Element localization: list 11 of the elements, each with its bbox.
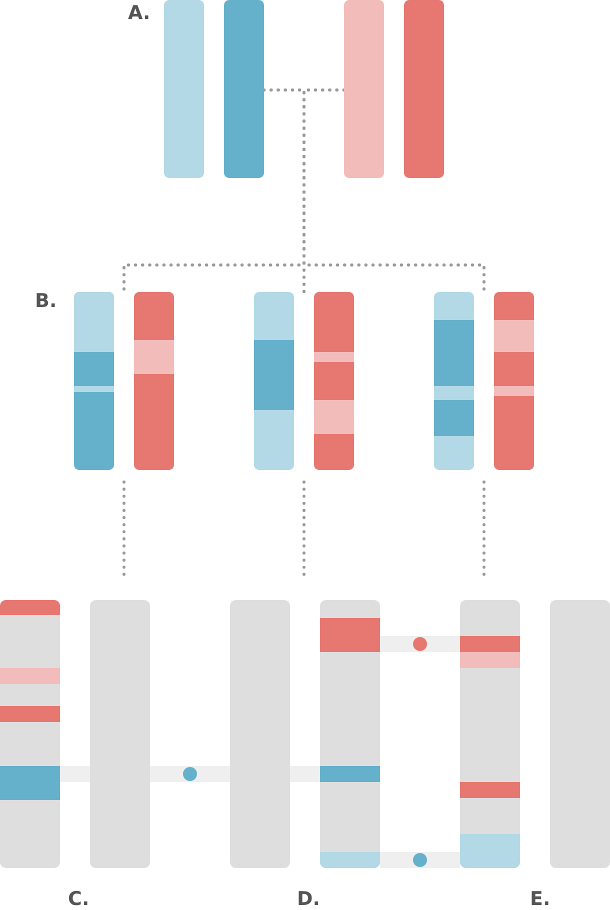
dotted-line	[302, 88, 486, 294]
chromosome-pair	[74, 292, 174, 470]
chromosome-pair	[344, 0, 444, 178]
panel-letter: B.	[35, 292, 57, 311]
panel-letter: C.	[68, 890, 90, 909]
chromosome-pair	[164, 0, 264, 178]
panel-letter: E.	[530, 890, 550, 909]
chromosome-pair	[434, 292, 534, 470]
panel-letter: D.	[297, 890, 320, 909]
chromosome-pair	[254, 292, 354, 470]
panel-letter: A.	[128, 4, 150, 23]
